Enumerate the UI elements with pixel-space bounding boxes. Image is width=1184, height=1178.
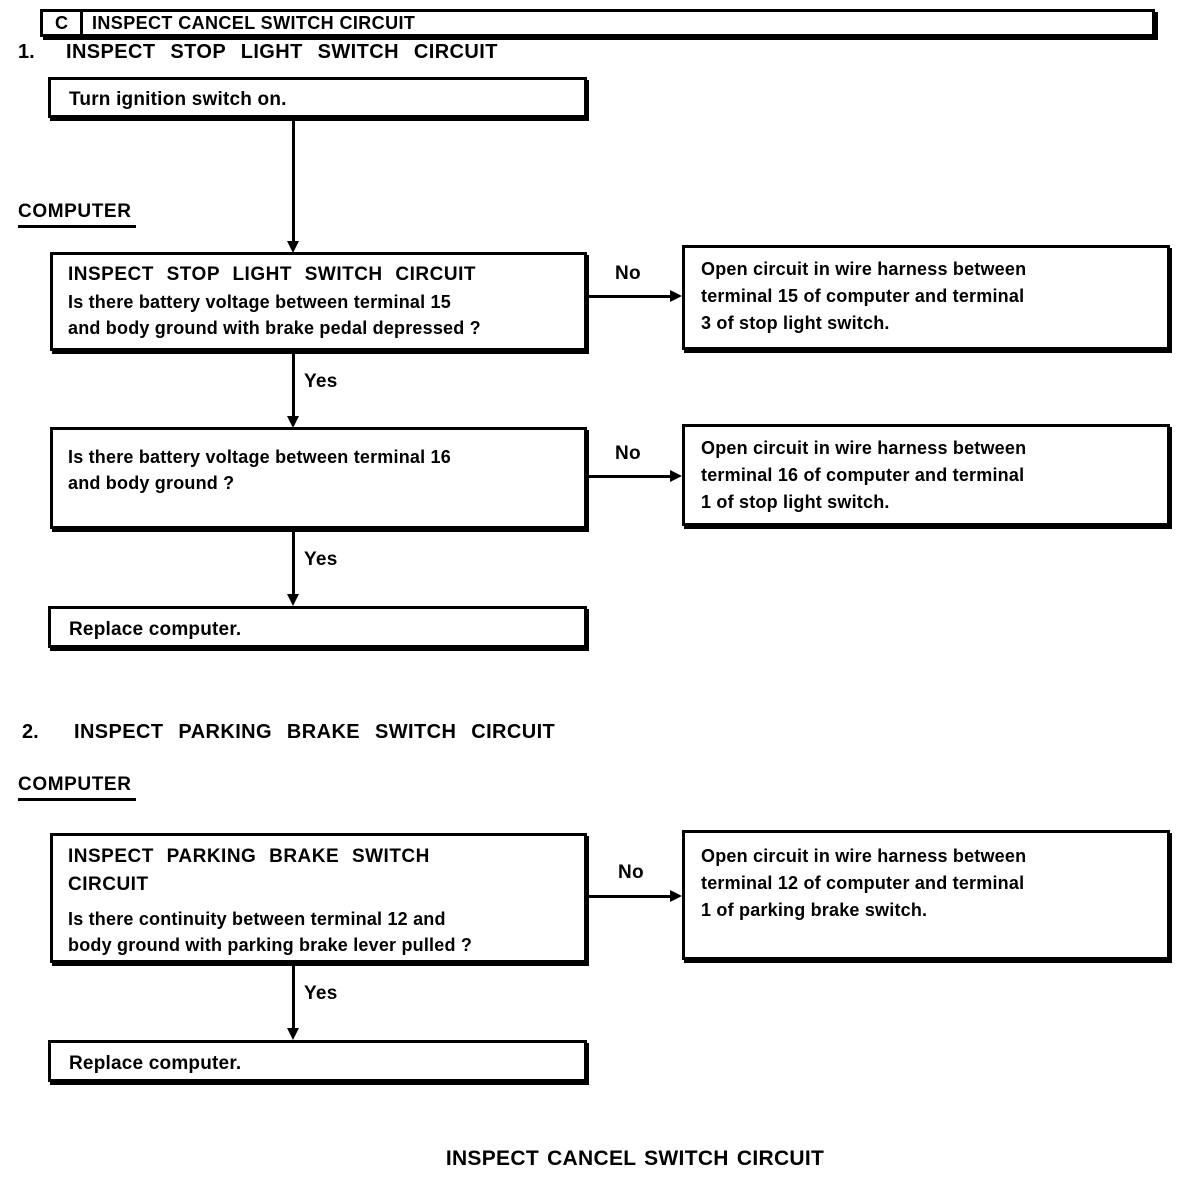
- computer-label-1: COMPUTER: [18, 201, 136, 228]
- no-connector-line-3: [586, 895, 670, 898]
- question-box-1-line-2: and body ground with brake pedal depress…: [68, 318, 481, 338]
- no-result-box-3-line-3: 1 of parking brake switch.: [701, 900, 928, 920]
- no-result-box-1-line-1: Open circuit in wire harness between: [701, 259, 1027, 279]
- no-label-3: No: [618, 862, 644, 883]
- question-box-3-title-line-1: INSPECT PARKING BRAKE SWITCH: [68, 846, 430, 867]
- start-box: Turn ignition switch on.: [48, 77, 587, 118]
- no-connector-line-2: [586, 475, 670, 478]
- question-box-3-line-2: body ground with parking brake lever pul…: [68, 935, 473, 955]
- no-label-1: No: [615, 263, 641, 284]
- yes-connector-line-1: [292, 350, 295, 417]
- section-1-heading: 1. INSPECT STOP LIGHT SWITCH CIRCUIT: [18, 41, 498, 64]
- yes-connector-line-3: [292, 963, 295, 1028]
- question-box-3-title-line-2: CIRCUIT: [68, 874, 149, 895]
- no-label-2: No: [615, 443, 641, 464]
- section-2-heading-label: INSPECT PARKING BRAKE SWITCH CIRCUIT: [74, 721, 556, 743]
- no-result-box-3-line-2: terminal 12 of computer and terminal: [701, 873, 1025, 893]
- question-box-3-line-1: Is there continuity between terminal 12 …: [68, 909, 446, 929]
- no-result-box-1-line-2: terminal 15 of computer and terminal: [701, 286, 1025, 306]
- result-box-2: Replace computer.: [48, 1040, 587, 1082]
- yes-label-1: Yes: [304, 371, 338, 392]
- header-title: INSPECT CANCEL SWITCH CIRCUIT: [92, 12, 416, 33]
- no-result-box-1-line-3: 3 of stop light switch.: [701, 313, 890, 333]
- no-result-box-2-line-3: 1 of stop light switch.: [701, 492, 890, 512]
- question-box-2: Is there battery voltage between termina…: [50, 427, 587, 529]
- arrow-right-icon: [670, 470, 682, 482]
- footer-title: INSPECT CANCEL SWITCH CIRCUIT: [445, 1147, 825, 1170]
- computer-label-2: COMPUTER: [18, 774, 136, 801]
- arrow-down-icon: [287, 594, 299, 606]
- result-box-1-text: Replace computer.: [69, 619, 242, 640]
- header-box: C INSPECT CANCEL SWITCH CIRCUIT: [40, 9, 1155, 37]
- header-tag-cell: C: [43, 12, 83, 34]
- start-box-text: Turn ignition switch on.: [69, 89, 287, 110]
- question-box-1-line-1: Is there battery voltage between termina…: [68, 292, 451, 312]
- no-connector-line-1: [586, 295, 670, 298]
- no-result-box-1: Open circuit in wire harness between ter…: [682, 245, 1170, 350]
- question-box-1-title: INSPECT STOP LIGHT SWITCH CIRCUIT: [68, 264, 476, 285]
- no-result-box-2-line-1: Open circuit in wire harness between: [701, 438, 1027, 458]
- no-result-box-3-line-1: Open circuit in wire harness between: [701, 846, 1027, 866]
- arrow-down-icon: [287, 241, 299, 253]
- section-2-heading: 2. INSPECT PARKING BRAKE SWITCH CIRCUIT: [22, 721, 555, 744]
- no-result-box-2-line-2: terminal 16 of computer and terminal: [701, 465, 1025, 485]
- arrow-down-icon: [287, 416, 299, 428]
- question-box-1: INSPECT STOP LIGHT SWITCH CIRCUIT Is the…: [50, 252, 587, 351]
- result-box-2-text: Replace computer.: [69, 1053, 242, 1074]
- no-result-box-2: Open circuit in wire harness between ter…: [682, 424, 1170, 526]
- yes-label-3: Yes: [304, 983, 338, 1004]
- question-box-2-line-1: Is there battery voltage between termina…: [68, 447, 451, 467]
- yes-label-2: Yes: [304, 549, 338, 570]
- result-box-1: Replace computer.: [48, 606, 587, 648]
- section-1-heading-label: INSPECT STOP LIGHT SWITCH CIRCUIT: [66, 41, 498, 63]
- question-box-3: INSPECT PARKING BRAKE SWITCH CIRCUIT Is …: [50, 833, 587, 963]
- section-1-number: 1.: [18, 41, 35, 63]
- question-box-2-line-2: and body ground ?: [68, 473, 235, 493]
- section-2-number: 2.: [22, 721, 39, 743]
- arrow-right-icon: [670, 890, 682, 902]
- no-result-box-3: Open circuit in wire harness between ter…: [682, 830, 1170, 960]
- connector-line-start-q1: [292, 118, 295, 243]
- yes-connector-line-2: [292, 529, 295, 594]
- arrow-down-icon: [287, 1028, 299, 1040]
- arrow-right-icon: [670, 290, 682, 302]
